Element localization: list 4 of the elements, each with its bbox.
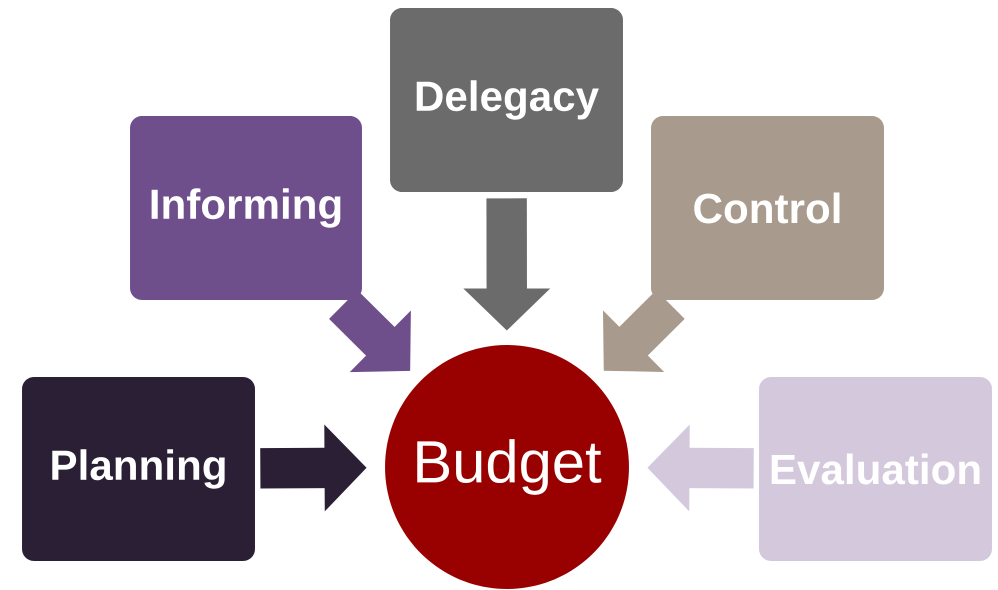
process-box: Planning [22,377,255,561]
process-box: Control [651,116,884,300]
process-box: Informing [130,116,362,300]
process-box: Delegacy [390,8,623,192]
